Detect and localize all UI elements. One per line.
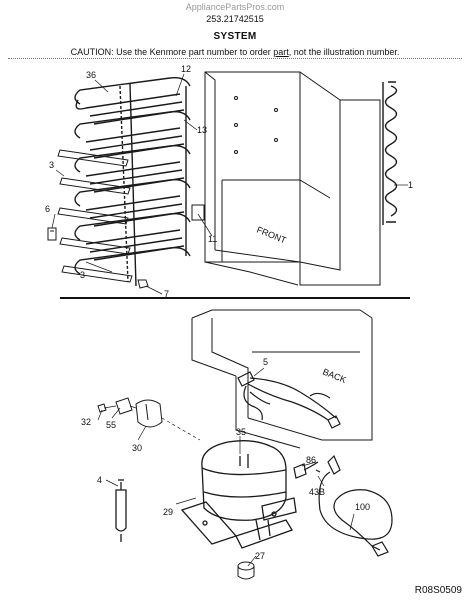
callout-11: 11: [208, 234, 218, 244]
callout-86: 86: [306, 455, 317, 465]
section-divider: [60, 297, 410, 299]
filter-drier: [115, 479, 127, 542]
power-cord: [293, 454, 393, 557]
callout-30: 30: [132, 443, 143, 453]
callout-32: 32: [81, 417, 92, 427]
shelf-bars: [57, 149, 133, 283]
compressor: [180, 440, 297, 549]
callout-35: 35: [236, 427, 247, 437]
cabinet-back: [191, 309, 373, 449]
diagram-code: R08S0509: [414, 585, 462, 596]
evaporator-coil: [74, 76, 191, 287]
caution-text: CAUTION: Use the Kenmore part number to …: [0, 47, 470, 57]
condenser-coil: [382, 81, 398, 225]
callout-7: 7: [164, 289, 170, 299]
model-number: 253.21742515: [206, 14, 264, 24]
callout-43b: 43B: [309, 487, 326, 497]
callout-29: 29: [163, 507, 174, 517]
start-relay: [97, 397, 201, 441]
callout-100: 100: [355, 502, 371, 512]
callout-55: 55: [106, 420, 117, 430]
callout-3-lower: 3: [80, 270, 86, 280]
caution-prefix: CAUTION: Use the Kenmore part number to …: [70, 47, 274, 57]
bracket-part-7: [137, 279, 149, 289]
cabinet-liner: [191, 71, 381, 286]
front-label: FRONT: [255, 225, 288, 246]
leader-lines-top: [51, 73, 408, 295]
callout-13: 13: [197, 125, 208, 135]
callout-6: 6: [45, 204, 51, 214]
callout-12: 12: [181, 64, 192, 74]
callout-36: 36: [86, 70, 97, 80]
callout-4: 4: [97, 475, 103, 485]
site-name: AppliancePartsPros.com: [185, 2, 285, 12]
callout-27: 27: [255, 551, 266, 561]
caution-part-link[interactable]: part: [273, 47, 289, 57]
diagram-title: SYSTEM: [213, 31, 257, 42]
leader-lines-bottom: [97, 367, 355, 567]
callout-1: 1: [408, 180, 414, 190]
back-label: BACK: [321, 367, 347, 385]
caution-suffix: , not the illustration number.: [288, 47, 400, 57]
callout-3-upper: 3: [49, 160, 55, 170]
grommet: [237, 561, 255, 580]
wiring-harness: [237, 371, 341, 429]
callout-5: 5: [263, 357, 269, 367]
header-rule: [8, 58, 462, 59]
clip-part-6: [47, 227, 57, 241]
